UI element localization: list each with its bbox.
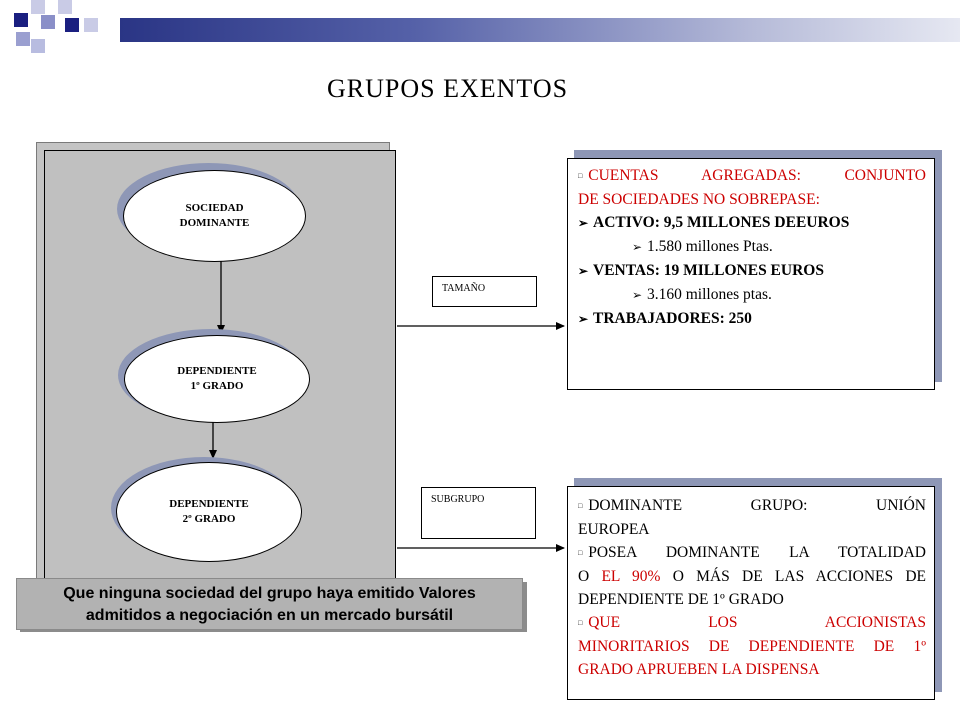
criteria-ventas: ➢VENTAS: 19 MILLONES EUROS xyxy=(578,259,926,283)
node-label: DEPENDIENTE xyxy=(169,498,249,510)
arrow-bullet-icon: ➢ xyxy=(632,240,643,254)
criteria-intro-line2: DE SOCIEDADES NO SOBREPASE: xyxy=(578,191,820,208)
arrow-bullet-icon: ➢ xyxy=(578,264,589,278)
size-criteria-box xyxy=(567,158,935,390)
square-bullet-icon: □ xyxy=(578,502,583,510)
page-title: GRUPOS EXENTOS xyxy=(327,74,569,103)
size-criteria-text: □CUENTAS AGREGADAS: CONJUNTO DE SOCIEDAD… xyxy=(578,164,926,331)
label-tamano: TAMAÑO xyxy=(432,276,537,307)
header-square-dark-2 xyxy=(65,18,79,32)
subgroup-item1-line2: EUROPEA xyxy=(578,521,650,538)
criteria-ventas-ptas: ➢3.160 millones ptas. xyxy=(578,283,926,307)
header-square-mid-1 xyxy=(41,15,55,29)
condition-banner: Que ninguna sociedad del grupo haya emit… xyxy=(16,578,523,630)
header-square-mid-2 xyxy=(16,32,30,46)
criteria-activo-ptas: ➢1.580 millones Ptas. xyxy=(578,235,926,259)
header-square-light-2 xyxy=(58,0,72,14)
node-label: 2º GRADO xyxy=(182,513,236,525)
header-square-dark-1 xyxy=(14,13,28,27)
node-dependiente-2-grado: DEPENDIENTE 2º GRADO xyxy=(116,462,302,562)
subgroup-item3-line2: MINORITARIOS DE DEPENDIENTE DE 1º xyxy=(578,638,926,655)
arrow-bullet-icon: ➢ xyxy=(632,288,643,302)
banner-line1: Que ninguna sociedad del grupo haya emit… xyxy=(63,585,476,602)
square-bullet-icon: □ xyxy=(578,619,583,627)
criteria-intro-line1: □CUENTAS AGREGADAS: CONJUNTO xyxy=(578,164,926,188)
node-label: DEPENDIENTE xyxy=(177,365,257,377)
subgroup-item2-line2: O EL 90% O MÁS DE LAS ACCIONES DE xyxy=(578,568,927,585)
criteria-trabajadores: ➢TRABAJADORES: 250 xyxy=(578,307,926,331)
subgroup-item1-line1: □DOMINANTE GRUPO: UNIÓN xyxy=(578,494,926,518)
node-label: DOMINANTE xyxy=(179,217,250,229)
arrow-bullet-icon: ➢ xyxy=(578,216,589,230)
header-gradient-bar xyxy=(120,18,960,42)
header-square-light-1 xyxy=(31,0,45,14)
subgroup-item3-line3: GRADO APRUEBEN LA DISPENSA xyxy=(578,661,820,678)
header-square-dark-3 xyxy=(84,18,98,32)
subgroup-item3-line1: □QUE LOS ACCIONISTAS xyxy=(578,611,926,635)
node-label: 1º GRADO xyxy=(190,380,244,392)
header-square-mid-3 xyxy=(31,39,45,53)
node-sociedad-dominante: SOCIEDAD DOMINANTE xyxy=(123,170,306,262)
subgroup-item2-line1: □POSEA DOMINANTE LA TOTALIDAD xyxy=(578,541,926,565)
subgroup-criteria-box xyxy=(567,486,935,700)
label-subgrupo: SUBGRUPO xyxy=(421,487,536,539)
node-dependiente-1-grado: DEPENDIENTE 1º GRADO xyxy=(124,335,310,423)
arrow-bullet-icon: ➢ xyxy=(578,312,589,326)
criteria-activo: ➢ACTIVO: 9,5 MILLONES DEEUROS xyxy=(578,211,926,235)
node-label: SOCIEDAD xyxy=(185,202,244,214)
subgroup-criteria-text: □DOMINANTE GRUPO: UNIÓN EUROPEA □POSEA D… xyxy=(578,494,926,681)
banner-line2: admitidos a negociación en un mercado bu… xyxy=(85,607,454,624)
square-bullet-icon: □ xyxy=(578,549,583,557)
square-bullet-icon: □ xyxy=(578,172,583,180)
subgroup-item2-line3: DEPENDIENTE DE 1º GRADO xyxy=(578,591,784,608)
